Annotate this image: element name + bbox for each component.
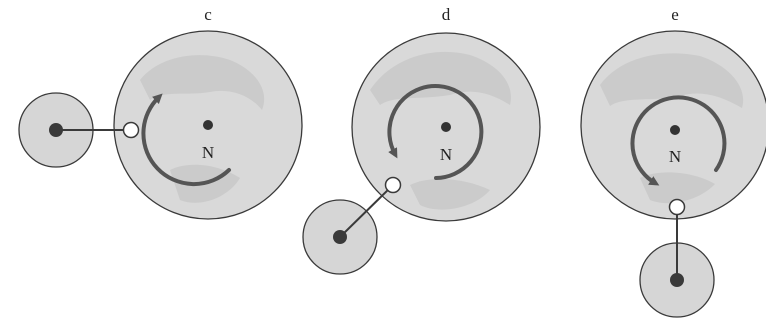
surface-marker-c	[124, 123, 139, 138]
north-pole-dot-d	[441, 122, 451, 132]
satellite-dot-e	[670, 273, 684, 287]
surface-marker-e	[670, 200, 685, 215]
panel-d: d N	[303, 5, 540, 274]
north-label-d: N	[440, 145, 452, 164]
panel-c: c N	[19, 5, 302, 219]
north-label-c: N	[202, 143, 214, 162]
globe-e	[581, 31, 766, 219]
north-label-e: N	[669, 147, 681, 166]
panel-label-e: e	[671, 5, 679, 24]
panel-e: e N	[581, 5, 766, 317]
satellite-dot-c	[49, 123, 63, 137]
satellite-dot-d	[333, 230, 347, 244]
surface-marker-d	[386, 178, 401, 193]
north-pole-dot-e	[670, 125, 680, 135]
north-pole-dot-c	[203, 120, 213, 130]
panel-label-d: d	[442, 5, 451, 24]
panel-label-c: c	[204, 5, 212, 24]
